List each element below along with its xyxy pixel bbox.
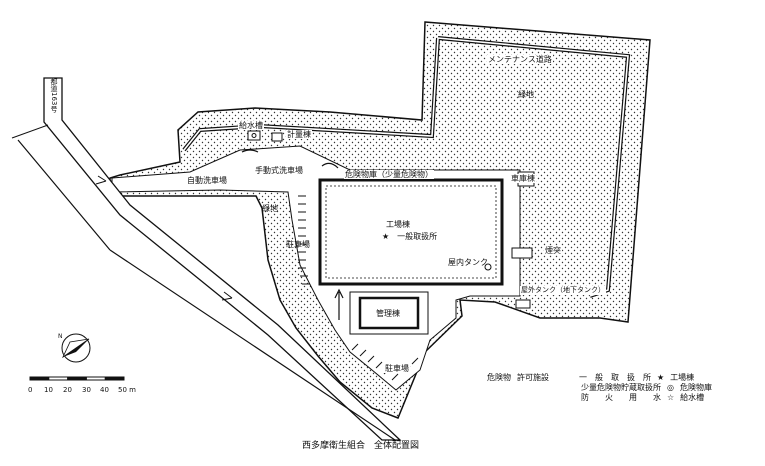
legend-row-2-symbol: ◎: [667, 383, 674, 392]
label-chimney: 煙突: [544, 246, 562, 255]
label-auto-wash: 自動洗車場: [186, 176, 228, 185]
legend-heading-1: 危険物: [487, 373, 511, 382]
public-road: [43, 77, 402, 441]
water-tower: [247, 130, 261, 141]
label-green-top: 緑地: [518, 90, 534, 99]
legend: 危険物 許可施設 一 般 取 扱 所 ★ 工場棟 少量危険物貯蔵取扱所 ◎ 危険…: [487, 373, 712, 403]
label-indoor-tank: 屋内タンク: [448, 258, 488, 267]
scale-tick-40: 40: [100, 386, 109, 394]
legend-row-1-symbol: ★: [657, 373, 665, 382]
outdoor-tank: [515, 299, 531, 309]
parking-stripes-left: [298, 195, 310, 285]
scale-tick-0: 0: [28, 386, 33, 394]
map-caption: 西多摩衛生組合 全体配置図: [302, 441, 420, 451]
north-label: N: [58, 333, 63, 340]
weigh-building: [271, 132, 283, 142]
label-water-tower: 給水槽: [238, 121, 264, 130]
scale-tick-30: 30: [82, 386, 91, 394]
label-outdoor-tank: 屋外タンク（地下タンク）: [520, 286, 606, 295]
scale-tick-50: 50 m: [118, 386, 136, 394]
legend-row-3-desc: 給水槽: [680, 393, 705, 402]
label-weigh-building: 計量棟: [286, 130, 312, 139]
scale-tick-10: 10: [44, 386, 53, 394]
legend-row-1-name: 一 般 取 扱 所: [579, 373, 651, 382]
scale-tick-20: 20: [63, 386, 72, 394]
label-garage: 車庫棟: [510, 174, 536, 183]
legend-row-3-symbol: ☆: [667, 393, 675, 402]
label-manual-wash: 手動式洗車場: [254, 166, 304, 175]
legend-row-2-name: 少量危険物貯蔵取扱所: [581, 383, 661, 392]
label-hazmat-storage: 危険物庫（少量危険物）: [344, 170, 434, 179]
label-maintenance-road: メンテナンス道路: [487, 55, 553, 64]
admin-building: [358, 296, 420, 330]
north-arrow-icon: [61, 333, 91, 363]
label-parking-bottom: 駐車場: [384, 364, 410, 373]
chimney: [511, 247, 533, 259]
label-general-handling: ★ 一般取扱所: [382, 232, 438, 241]
label-parking-left: 駐車場: [286, 240, 310, 249]
legend-row-1-desc: 工場棟: [670, 373, 695, 382]
factory-building: [318, 178, 504, 286]
label-admin-building: 管理棟: [376, 309, 400, 318]
legend-row-2-desc: 危険物庫: [679, 383, 712, 392]
legend-heading-2: 許可施設: [517, 373, 549, 382]
label-factory: 工場棟: [386, 220, 410, 229]
legend-row-3-name: 防 火 用 水: [581, 393, 661, 402]
scale-bar: [29, 376, 125, 381]
road-label: 都道163号: [50, 78, 58, 113]
label-green-left: 緑地: [262, 204, 278, 213]
